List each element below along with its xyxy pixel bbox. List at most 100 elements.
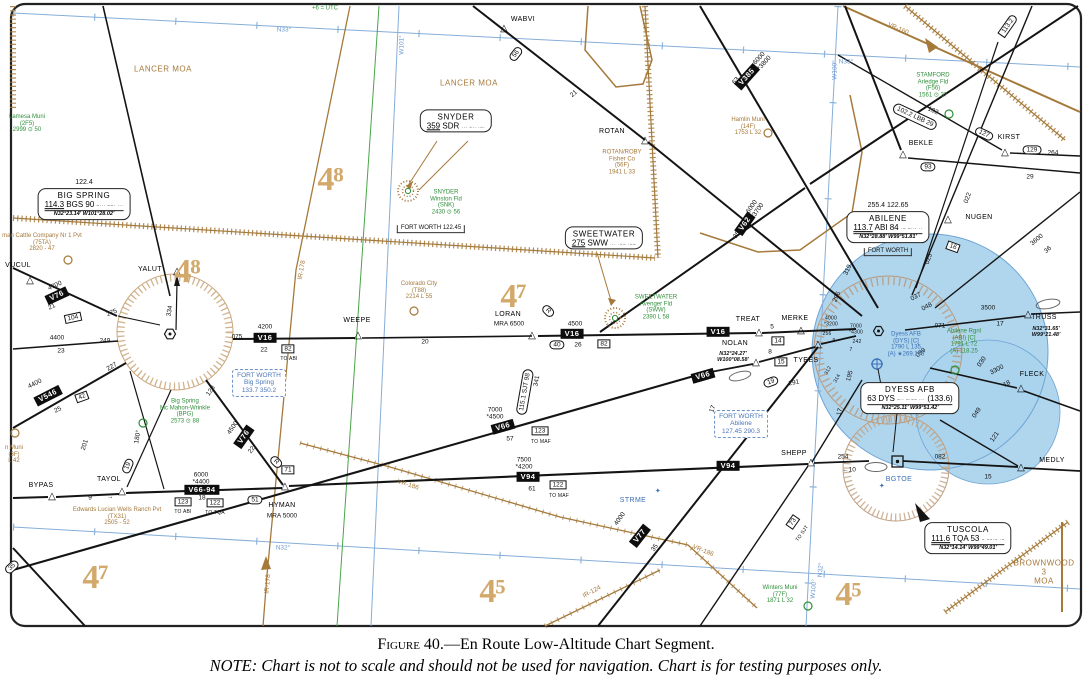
mef-48: 4⁸ xyxy=(174,252,200,290)
ndb-leaders xyxy=(408,140,613,305)
route-vr160: VR-160 xyxy=(886,21,910,37)
chart-label: △ xyxy=(814,339,822,350)
fix-tayol: TAYOL xyxy=(97,476,121,484)
chart-label: 082 xyxy=(934,453,946,461)
chart-label: 195 xyxy=(845,369,855,383)
mef-48: 4⁸ xyxy=(317,160,343,198)
airway-v76: V76 xyxy=(44,286,70,306)
chart-label: 21 xyxy=(568,88,579,99)
chart-label: W101° xyxy=(398,35,406,55)
holding-patterns xyxy=(728,298,1061,472)
chart-label: 25 xyxy=(53,405,63,415)
chart-label: △ xyxy=(528,330,536,341)
fix-rotan: ROTAN xyxy=(599,128,625,136)
sjt-vor-flag: 115.1 SJT 98 xyxy=(515,368,535,416)
fort-worth-abilene-rco: FORT WORTH Abilene 127.45 290.3 xyxy=(714,410,768,438)
navaid-coords: N32°23.14' W101°28.02' xyxy=(44,210,124,218)
airport-symbols xyxy=(10,109,960,611)
chart-label: 7000 *4300 xyxy=(848,323,864,335)
chart-label: 5 xyxy=(770,323,774,331)
ndb-symbols xyxy=(397,180,626,329)
chart-label: △ xyxy=(281,481,289,492)
navaid-freq-line: 275 SWW ··· ·−− ·−− xyxy=(571,238,637,248)
airport-winters: Winters Muni (77F) 1871 L 32 xyxy=(762,584,798,605)
chart-label: 071 xyxy=(934,322,946,330)
chart-label: △ xyxy=(354,330,362,341)
chart-label: 40 xyxy=(549,340,565,350)
waypoint-bgtoe: BGTOE xyxy=(885,476,913,484)
navaid-freq-line: 359 SDR ··· −·· ·−· xyxy=(426,121,486,131)
chart-label: 180° xyxy=(133,429,143,445)
chart-label: 4000 *3200 xyxy=(823,315,839,327)
airport-sweetwater: SWEETWATER Avenger Fld (SWW) 2390 L 58 xyxy=(634,294,678,321)
fss-bracket-snyder: FORT WORTH 122.45 xyxy=(396,225,466,233)
military-routes xyxy=(262,5,1081,629)
chart-label: 022 xyxy=(962,191,974,205)
chart-label: TO MAF xyxy=(531,439,551,446)
fix-loran: LORAN xyxy=(494,311,522,319)
chart-label: 4500 xyxy=(567,320,583,328)
chart-label: 71 xyxy=(281,465,295,475)
chart-label: △ xyxy=(1001,147,1009,158)
fix-merke: MERKE xyxy=(781,315,809,323)
chart-label: △ xyxy=(797,325,805,336)
navaid-freq-line: 111.6 TQA 53 − −−·− ·− xyxy=(931,534,1005,544)
waypoint-strme: STRME xyxy=(619,497,647,505)
moa-boundaries xyxy=(10,3,1070,615)
chart-label: △ xyxy=(899,149,907,160)
chart-label: 56 xyxy=(507,45,525,63)
fix-medly: MEDLY xyxy=(1039,457,1065,465)
chart-label: △ xyxy=(48,491,56,502)
fix-wabvi: WABVI xyxy=(510,16,536,24)
navaid-freq-line: 63 DYS −·· −·−− ··· (133.6) xyxy=(867,394,953,404)
airway-v66: V66 xyxy=(690,367,716,385)
chart-label: 3500 xyxy=(980,304,996,312)
fix-bypas: BYPAS xyxy=(28,482,54,490)
chart-label: 341 xyxy=(532,375,542,387)
chart-label: R xyxy=(540,303,556,319)
airway-v77: V77 xyxy=(628,523,652,549)
chart-label: 19 xyxy=(120,457,136,475)
chart-label: 82 xyxy=(597,339,611,349)
fix-weepe: WEEPE xyxy=(343,317,371,325)
fix-vucul: VUCUL xyxy=(5,262,31,270)
chart-label: 275 xyxy=(105,307,119,319)
chart-label: 73 xyxy=(785,513,801,531)
airway-v16: V16 xyxy=(560,328,584,340)
chart-label: △ xyxy=(755,327,763,338)
chart-label: 26 xyxy=(574,341,582,349)
chart-label: △ xyxy=(1017,383,1025,394)
navaid-symbols xyxy=(163,325,904,468)
chart-label: 22 xyxy=(246,444,257,455)
moa-lancer: LANCER MOA xyxy=(440,78,498,88)
chart-label: 049 xyxy=(970,406,983,420)
navaid-name: DYESS AFB xyxy=(885,385,935,395)
chart-label: N33° xyxy=(276,26,292,34)
chart-label: 18 xyxy=(1002,379,1012,389)
chart-label: △ xyxy=(1017,462,1025,473)
chart-label: 099 xyxy=(914,346,928,360)
chart-label: 16 xyxy=(945,240,961,254)
airport-cattle-company: man Cattle Company Nr 1 Pvt (75TA) 2820 … xyxy=(2,232,82,253)
airport-big-spring-bpg: Big Spring Mc Mahon-Wrinkle (BPG) 2573 ⊙… xyxy=(160,398,210,425)
airway-v76: V76 xyxy=(233,424,255,450)
chart-label: 36 xyxy=(1042,244,1053,255)
chart-label: 291 xyxy=(787,378,801,388)
ir178-arrow xyxy=(261,556,271,570)
chart-label: 104 xyxy=(63,311,83,325)
chart-label: 334 xyxy=(165,305,175,317)
navaid-name: SNYDER xyxy=(437,112,475,122)
chart-label: N33° xyxy=(838,58,854,66)
chart-label: N32° xyxy=(816,562,825,578)
chart-label: 3300 xyxy=(988,363,1005,377)
chart-label: △ xyxy=(118,486,126,497)
fix-shepp: SHEPP xyxy=(781,450,807,458)
fix-bekle: BEKLE xyxy=(908,140,934,148)
chart-label: 4400 xyxy=(49,334,65,342)
fss-bracket-abilene: FORT WORTH xyxy=(863,248,913,256)
chart-label: N32°31.65' W99°21.48' xyxy=(1031,325,1061,338)
